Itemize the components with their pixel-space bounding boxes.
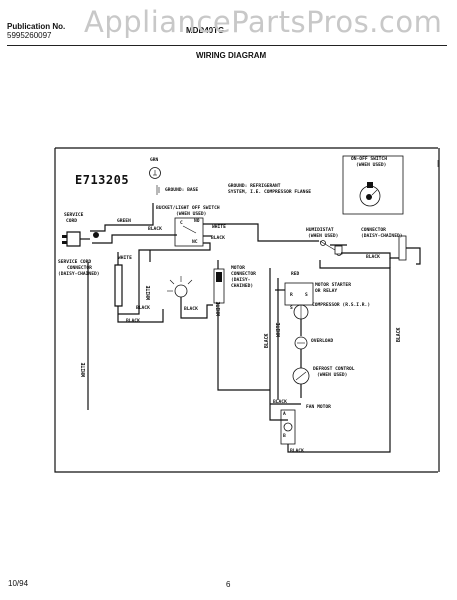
ground-symbol-label: GRN [150,158,159,163]
switch-terminal-no: NO [194,219,200,224]
watermark-text: AppliancePartsPros.com [84,5,443,39]
defrost-control-label: DEFROST CONTROL (WHEN USED) [313,367,355,378]
wire-label-black-7: BLACK [273,400,287,405]
wire-label-white-vertical-4: WHITE [276,322,282,337]
wire-label-black-8: BLACK [290,449,304,454]
service-cord-label: SERVICE CORD [64,213,84,224]
wire-label-black-2: BLACK [211,236,225,241]
switch-terminal-c: C [180,221,183,226]
wire-label-green: GREEN [117,219,131,224]
motor-starter-label: MOTOR STARTER OR RELAY [315,283,351,294]
motor-connector-label: MOTOR CONNECTOR (DAISY- CHAINED) [231,266,256,289]
relay-terminal-s: S [305,293,308,298]
ground-refrigerant-label: GROUND: REFRIGERANT SYSTEM, I.E. COMPRES… [228,184,311,195]
wire-label-white-vertical-2: WHITE [146,285,152,300]
switch-terminal-nc: NC [192,240,198,245]
bucket-light-off-switch [174,217,204,247]
wire-label-white-2: WHITE [118,256,132,261]
humidistat-label: HUMIDISTAT (WHEN USED) [306,228,339,239]
bucket-switch-label: BUCKET/LIGHT OFF SWITCH (WHEN USED) [156,206,220,217]
wire-label-black-6: BLACK [184,307,198,312]
diagram-border [54,147,440,473]
diagram-id: E713205 [75,173,130,187]
thermostat-contact [320,240,326,246]
wire-label-black-vertical-2: BLACK [396,327,402,342]
publication-number: 5995260097 [7,31,52,40]
footer-page-number: 6 [226,580,231,589]
wire-label-black-5: BLACK [126,319,140,324]
model-number: MDD40TG [186,26,225,35]
wire-label-white-vertical-3: WHITE [216,301,222,316]
motor-connector [213,268,225,304]
header-rule [7,45,447,46]
fan-motor-label: FAN MOTOR [306,405,331,410]
wire-label-black-1: BLACK [148,227,162,232]
red-label: RED [291,272,300,277]
wire-label-black-vertical-1: BLACK [264,333,270,348]
fan-motor-icon [283,422,293,432]
ground-base-label: GROUND: BASE [165,188,199,193]
compressor-label: COMPRESSOR (R.S.I.R.) [312,303,371,308]
publication-no-label: Publication No. [7,22,66,31]
fan-terminal-a: A [283,412,286,417]
footer-date: 10/94 [8,579,29,588]
connector-daisy-label: CONNECTOR (DAISY-CHAINED) [361,228,403,239]
relay-terminal-r: R [290,293,293,298]
page-title: WIRING DIAGRAM [196,51,267,60]
service-cord-connector [114,264,123,307]
on-off-switch-box [342,155,404,215]
wire-label-black-4: BLACK [136,306,150,311]
wire-label-white-1: WHITE [212,225,226,230]
compressor-terminal-s: S [290,306,293,311]
fan-terminal-b: B [283,434,286,439]
on-off-switch-label: ON-OFF SWITCH (WHEN USED) [351,157,387,168]
wire-label-black-3: BLACK [366,255,380,260]
wire-label-white-vertical: WHITE [81,362,87,377]
ground-symbol-icon [149,167,161,179]
overload-label: OVERLOAD [311,339,334,344]
service-cord-connector-label: SERVICE CORD CONNECTOR (DAISY-CHAINED) [58,260,100,277]
